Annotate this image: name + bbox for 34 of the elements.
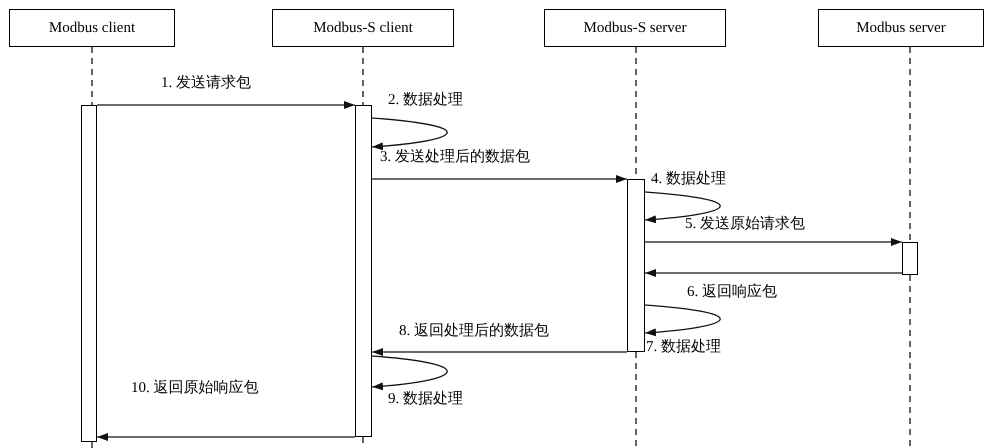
activation-bar bbox=[81, 105, 97, 442]
self-loop-arrow bbox=[644, 191, 721, 224]
arrow bbox=[645, 269, 902, 277]
participant-box: Modbus-S server bbox=[544, 9, 726, 47]
participant-box: Modbus client bbox=[9, 9, 175, 47]
edge-label: 6. 返回响应包 bbox=[686, 285, 778, 300]
participant-box: Modbus server bbox=[818, 9, 984, 47]
self-loop-arrow bbox=[372, 117, 448, 150]
activation-bar bbox=[627, 179, 645, 352]
edge-label: 5. 发送原始请求包 bbox=[684, 217, 806, 232]
participant-box: Modbus-S client bbox=[272, 9, 454, 47]
edge-label: 9. 数据处理 bbox=[387, 392, 464, 407]
edge-label: 2. 数据处理 bbox=[387, 93, 464, 108]
activation-bar bbox=[355, 105, 372, 437]
edge-label: 1. 发送请求包 bbox=[160, 76, 252, 91]
lifeline bbox=[909, 47, 911, 242]
lifeline bbox=[91, 47, 93, 105]
lifeline bbox=[362, 47, 364, 105]
lifeline bbox=[91, 442, 93, 448]
arrow bbox=[372, 175, 627, 183]
self-loop-arrow bbox=[644, 304, 721, 336]
arrow bbox=[645, 238, 902, 246]
self-loop-arrow bbox=[372, 355, 448, 390]
lifeline bbox=[635, 352, 637, 448]
edge-label: 3. 发送处理后的数据包 bbox=[379, 150, 531, 165]
arrow bbox=[97, 101, 355, 109]
arrow bbox=[372, 348, 627, 356]
edge-label: 8. 返回处理后的数据包 bbox=[398, 324, 550, 339]
edge-label: 4. 数据处理 bbox=[650, 172, 727, 187]
activation-bar bbox=[902, 242, 918, 275]
lifeline bbox=[909, 275, 911, 448]
edge-label: 10. 返回原始响应包 bbox=[130, 381, 260, 396]
edge-label: 7. 数据处理 bbox=[645, 340, 722, 355]
arrow bbox=[97, 433, 355, 441]
